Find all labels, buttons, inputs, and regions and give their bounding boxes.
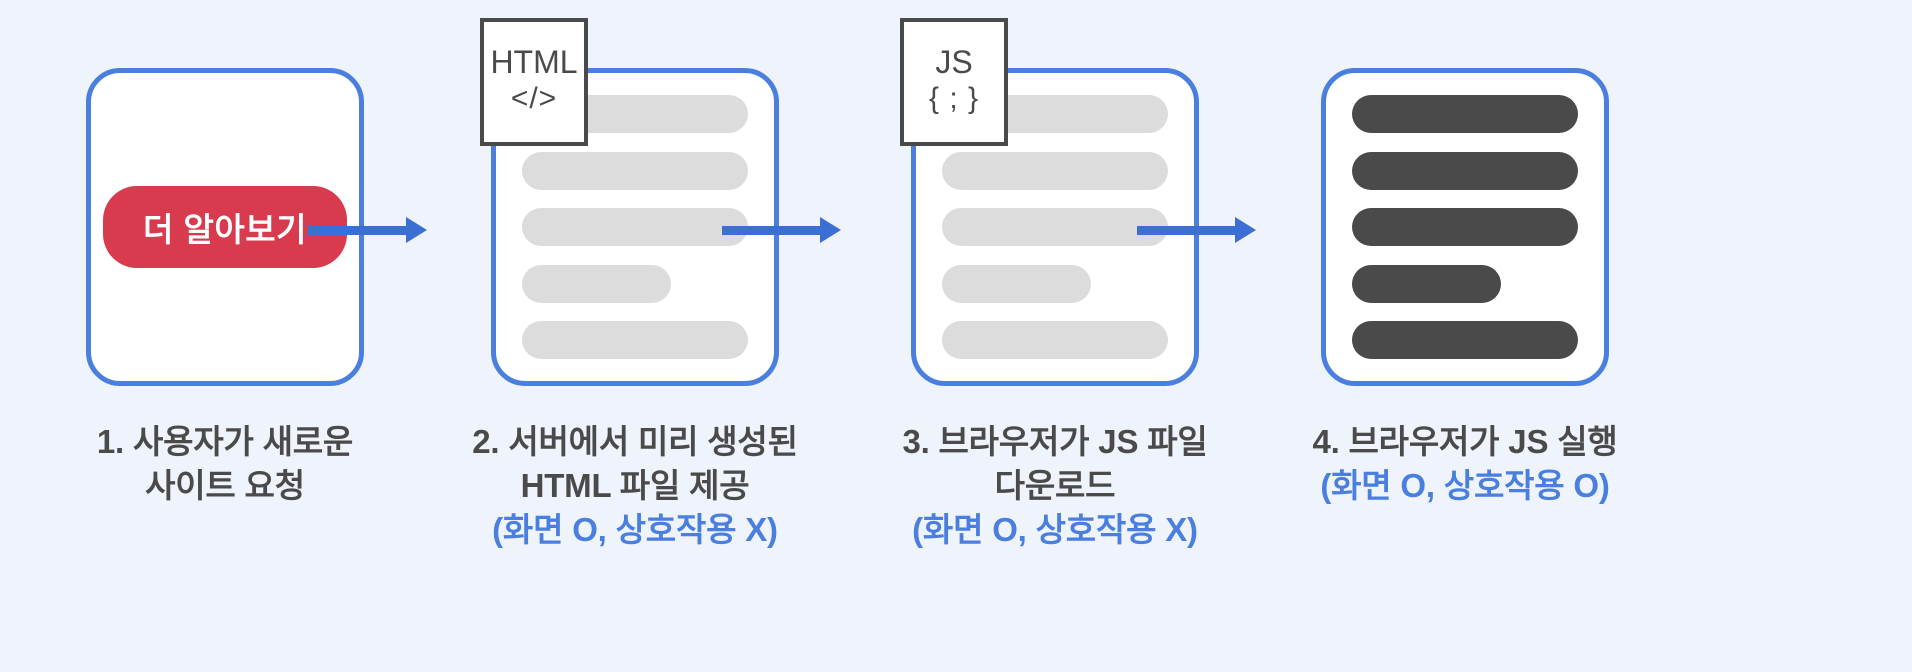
step-3-caption: 3. 브라우저가 JS 파일 다운로드 (화면 O, 상호작용 X) — [840, 420, 1270, 552]
caption-note: (화면 O, 상호작용 X) — [492, 510, 778, 548]
content-bar — [942, 264, 1092, 303]
content-bar — [942, 321, 1168, 359]
caption-line: HTML 파일 제공 — [520, 466, 750, 504]
content-bar — [1352, 264, 1502, 303]
arrow-shaft — [1137, 226, 1237, 235]
arrow-head-icon — [820, 217, 841, 243]
content-bars — [1352, 95, 1578, 359]
caption-line: 3. 브라우저가 JS 파일 — [902, 423, 1208, 460]
step-2-caption: 2. 서버에서 미리 생성된 HTML 파일 제공 (화면 O, 상호작용 X) — [420, 420, 850, 552]
content-bar — [1352, 95, 1578, 133]
caption-line: 1. 사용자가 새로운 — [96, 423, 354, 460]
content-bar — [522, 264, 672, 303]
js-file-badge: JS { ; } — [900, 18, 1008, 146]
caption-line: 4. 브라우저가 JS 실행 — [1312, 423, 1618, 460]
arrow-shaft — [722, 226, 822, 235]
browser-card-4 — [1321, 68, 1609, 386]
arrow-step2-to-step3 — [722, 217, 842, 243]
caption-line: 다운로드 — [994, 466, 1116, 504]
code-braces-icon: { ; } — [928, 82, 980, 116]
arrow-step1-to-step2 — [308, 217, 428, 243]
code-tag-icon: </> — [510, 82, 558, 116]
content-bar — [942, 151, 1168, 190]
content-bar — [1352, 151, 1578, 190]
content-bars — [942, 95, 1168, 359]
content-bar — [522, 151, 748, 190]
content-bar — [942, 208, 1168, 246]
caption-line: 사이트 요청 — [145, 466, 305, 504]
step-4-column: 4. 브라우저가 JS 실행 (화면 O, 상호작용 O) — [1250, 0, 1680, 672]
learn-more-button[interactable]: 더 알아보기 — [103, 186, 347, 268]
step-2-column: HTML </> 2. 서버에서 미리 생성된 HTML 파일 제공 (화면 O… — [420, 0, 850, 672]
caption-note: (화면 O, 상호작용 X) — [912, 510, 1198, 548]
html-file-badge: HTML </> — [480, 18, 588, 146]
arrow-step3-to-step4 — [1137, 217, 1257, 243]
caption-line: 2. 서버에서 미리 생성된 — [472, 423, 798, 460]
content-bar — [1352, 321, 1578, 359]
content-bar — [522, 321, 748, 359]
arrow-shaft — [308, 226, 408, 235]
step-1-column: 더 알아보기 1. 사용자가 새로운 사이트 요청 — [10, 0, 440, 672]
step-1-caption: 1. 사용자가 새로운 사이트 요청 — [10, 420, 440, 508]
content-bars — [522, 95, 748, 359]
file-type-label: HTML — [490, 44, 578, 81]
file-type-label: JS — [935, 44, 973, 81]
caption-note: (화면 O, 상호작용 O) — [1320, 466, 1610, 504]
arrow-head-icon — [406, 217, 427, 243]
content-bar — [1352, 208, 1578, 246]
step-3-column: JS { ; } 3. 브라우저가 JS 파일 다운로드 (화면 O, 상호작용… — [840, 0, 1270, 672]
arrow-head-icon — [1235, 217, 1256, 243]
step-4-caption: 4. 브라우저가 JS 실행 (화면 O, 상호작용 O) — [1250, 420, 1680, 508]
content-bar — [522, 208, 748, 246]
